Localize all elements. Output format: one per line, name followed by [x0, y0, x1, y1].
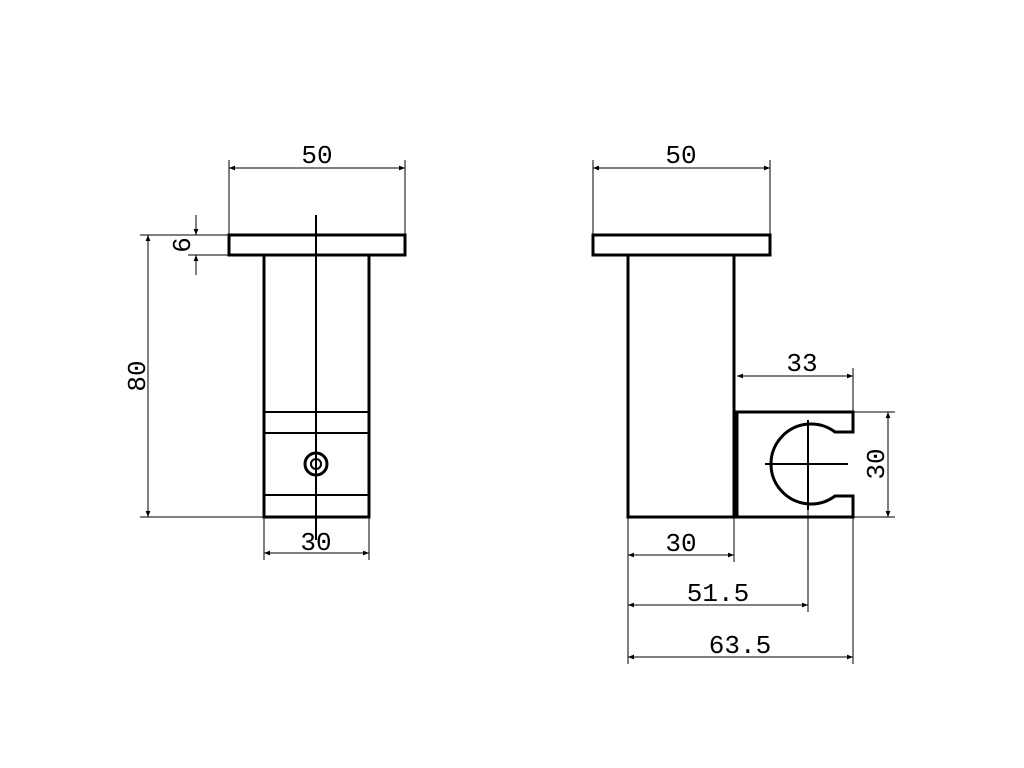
dim-front-total-height: 80 [123, 360, 153, 391]
dim-side-holder-center-offset: 51.5 [687, 579, 749, 609]
side-body [626, 253, 736, 519]
dim-front-body-width: 30 [300, 528, 331, 558]
dim-side-overall-depth: 63.5 [709, 631, 771, 661]
dim-side-flange-width: 50 [665, 141, 696, 171]
side-flange [591, 233, 772, 257]
dim-side-body-width: 30 [665, 529, 696, 559]
side-holder-outline [735, 410, 855, 519]
dim-front-flange-thickness: 6 [168, 237, 198, 253]
dim-side-holder-height: 30 [862, 448, 892, 479]
front-view: 50 6 80 30 [123, 141, 407, 560]
dim-front-flange-width: 50 [301, 141, 332, 171]
dim-side-holder-length: 33 [786, 349, 817, 379]
front-screw-inner [310, 458, 322, 470]
front-screw-outer [303, 451, 329, 477]
side-view: 50 33 30 30 51.5 63.5 [591, 141, 895, 664]
